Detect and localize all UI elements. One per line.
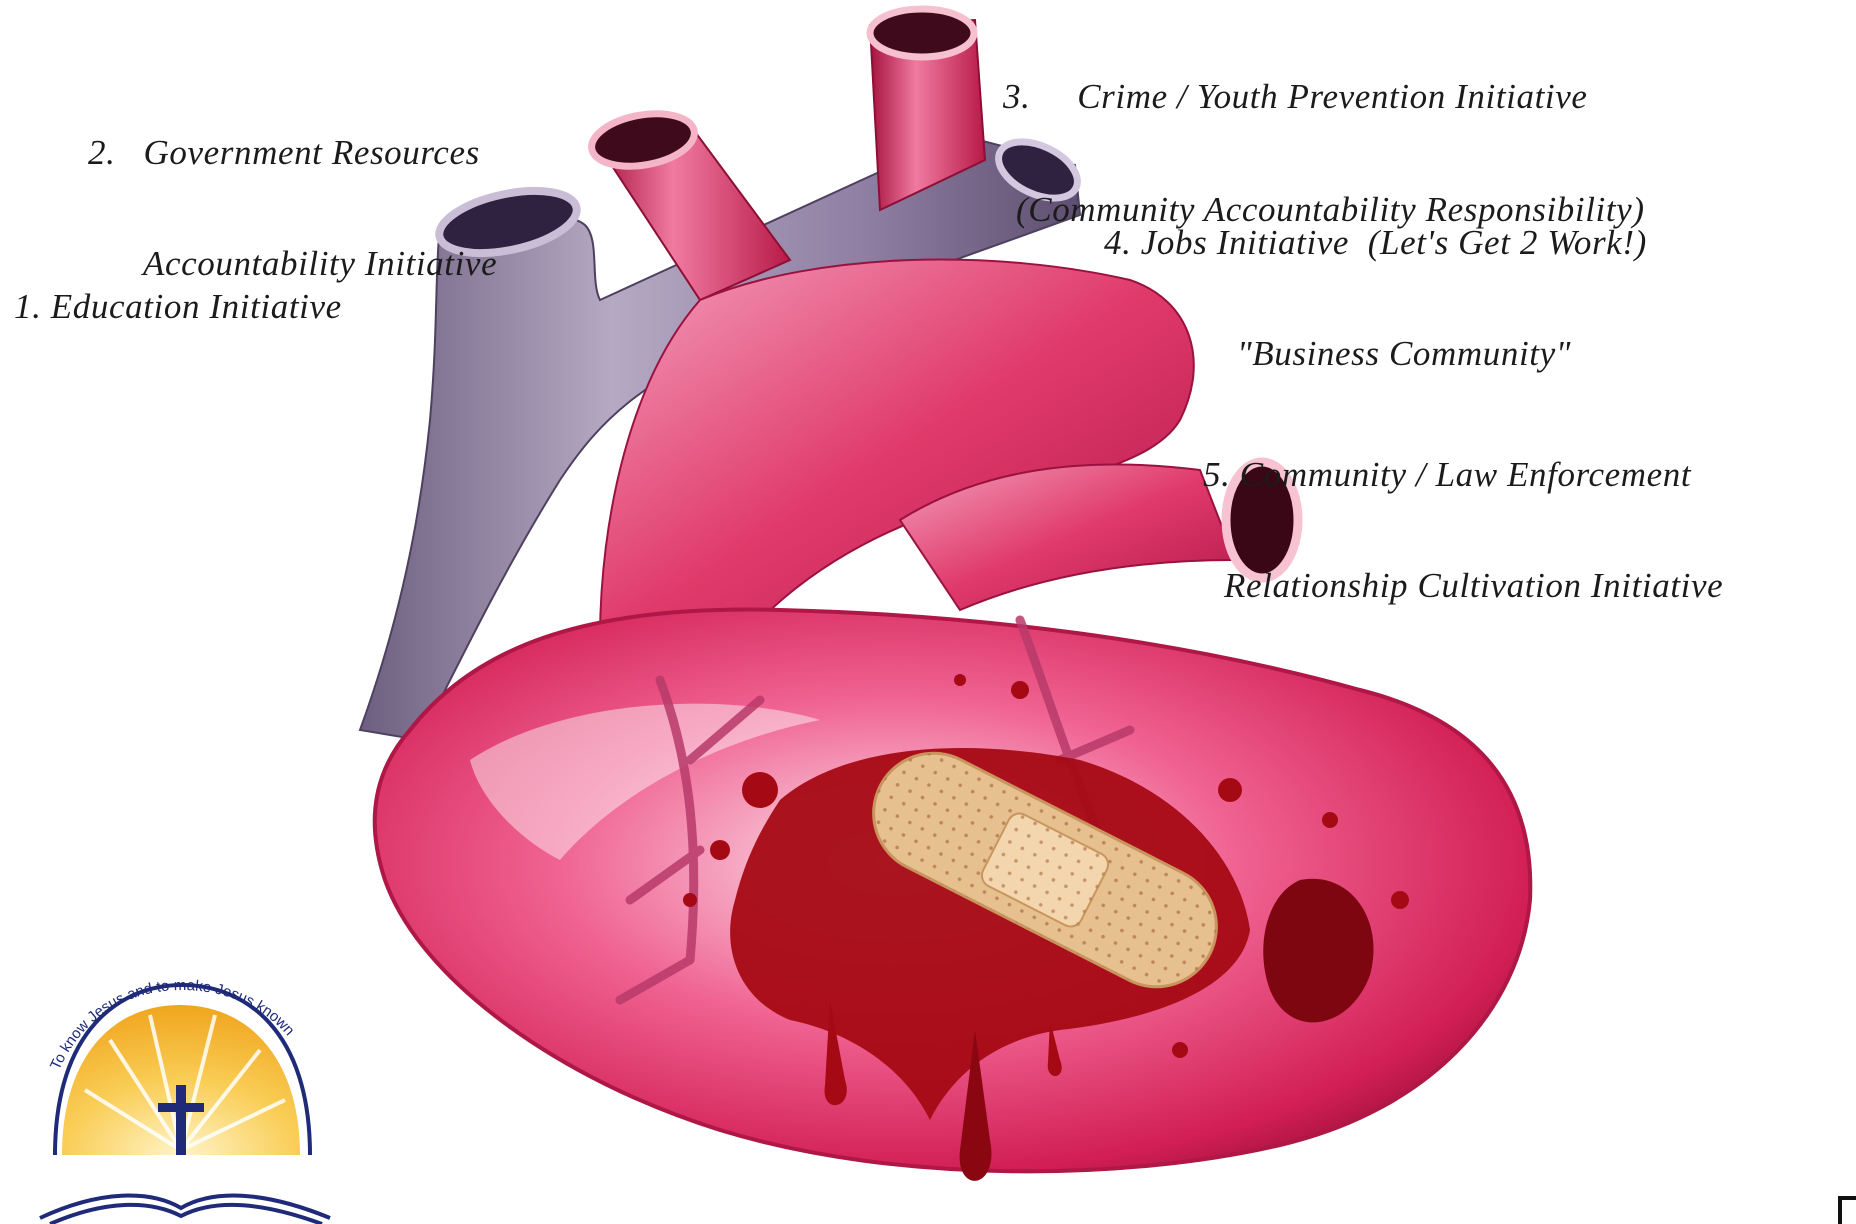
church-logo: To know Jesus and to make Jesus known — [40, 977, 330, 1224]
crime-initiative-line1: 3. Crime / Youth Prevention Initiative — [1003, 78, 1645, 115]
community-initiative-line2: Relationship Cultivation Initiative — [1203, 567, 1723, 604]
artery-top-opening — [870, 9, 974, 57]
jobs-initiative-line1: 4. Jobs Initiative (Let's Get 2 Work!) — [1104, 224, 1647, 261]
jobs-initiative-line2: "Business Community" — [1104, 335, 1647, 372]
jobs-initiative-label: 4. Jobs Initiative (Let's Get 2 Work!) "… — [1104, 150, 1647, 409]
corner-frame — [1838, 1196, 1856, 1224]
community-initiative-line1: 5. Community / Law Enforcement — [1203, 456, 1723, 493]
community-initiative-label: 5. Community / Law Enforcement Relations… — [1203, 382, 1723, 641]
open-bible-icon — [40, 1196, 330, 1224]
government-initiative-label: 2. Government Resources Accountability I… — [88, 60, 497, 319]
government-initiative-line2: Accountability Initiative — [88, 245, 497, 282]
government-initiative-line1: 2. Government Resources — [88, 134, 497, 171]
